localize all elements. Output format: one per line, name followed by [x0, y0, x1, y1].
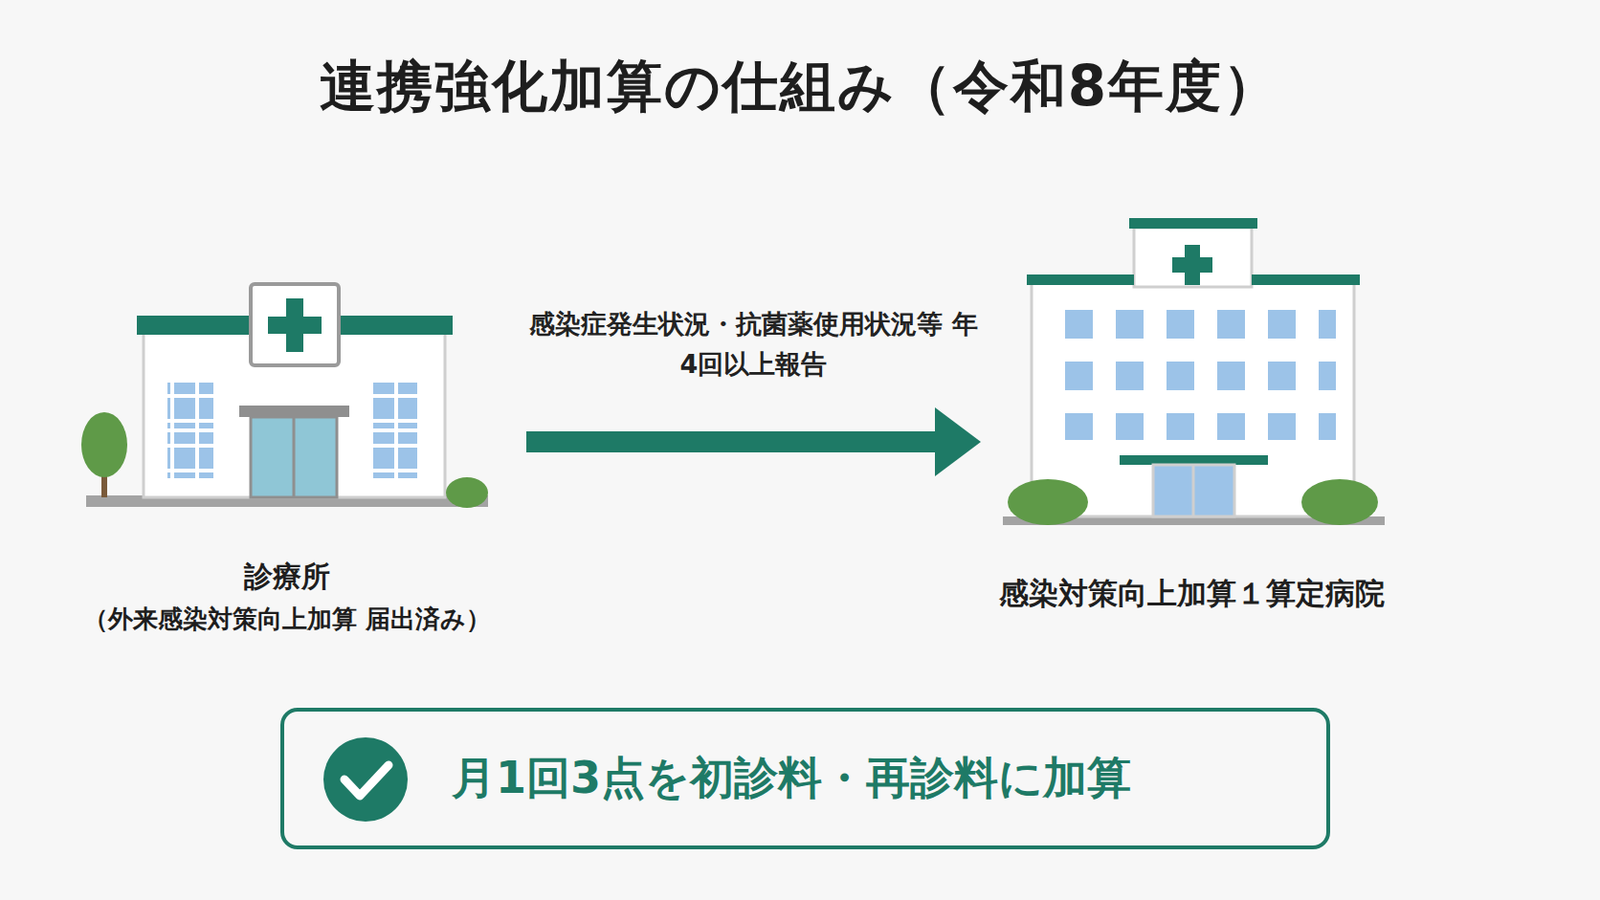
clinic-building	[81, 284, 489, 509]
hospital-building	[1002, 218, 1385, 526]
report-arrow	[526, 407, 981, 477]
node-label: 感染対策向上加算１算定病院	[999, 574, 1385, 615]
check-icon	[323, 737, 408, 823]
arrow-head	[934, 407, 981, 477]
result-box: 月1回3点を初診料・再診料に加算	[280, 708, 1331, 850]
node-label: 月1回3点を初診料・再診料に加算	[451, 749, 1132, 809]
diagram-title: 連携強化加算の仕組み（令和8年度）	[0, 49, 1600, 125]
node-sublabel: （外来感染対策向上加算 届出済み）	[83, 602, 491, 637]
clinic-node: 診療所 （外来感染対策向上加算 届出済み）	[47, 277, 527, 646]
hospital-node: 感染対策向上加算１算定病院	[980, 212, 1402, 624]
arrow-shaft	[526, 431, 935, 453]
node-label: 診療所	[244, 557, 331, 598]
edge-label: 感染症発生状況・抗菌薬使用状況等 年4回以上報告	[529, 304, 979, 385]
